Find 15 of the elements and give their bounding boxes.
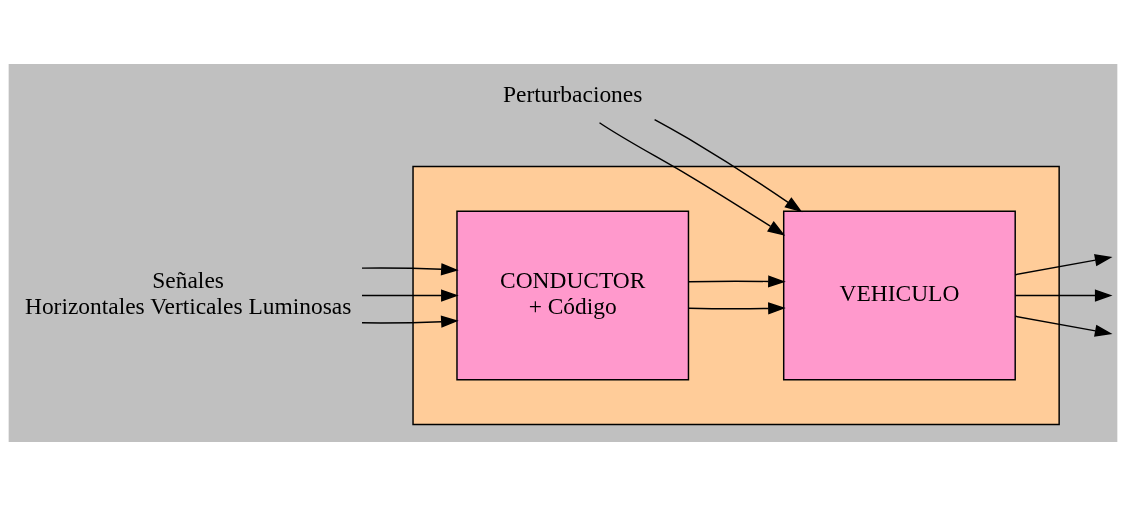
node-box: VEHICULO (782, 210, 1016, 381)
arrow (653, 118, 803, 213)
node-text: Señales Horizontales Verticales Luminosas (24, 266, 352, 320)
arrow (361, 315, 459, 328)
arrow (361, 263, 459, 276)
arrow (688, 302, 786, 315)
cluster (412, 165, 1060, 426)
arrow (1014, 315, 1113, 337)
arrow (361, 289, 459, 302)
arrow (1014, 254, 1113, 276)
arrow (598, 122, 786, 236)
node-text: Perturbaciones (503, 80, 643, 107)
node-box: CONDUCTOR + Código (456, 210, 690, 381)
arrow (688, 275, 786, 288)
arrow (1014, 289, 1113, 302)
